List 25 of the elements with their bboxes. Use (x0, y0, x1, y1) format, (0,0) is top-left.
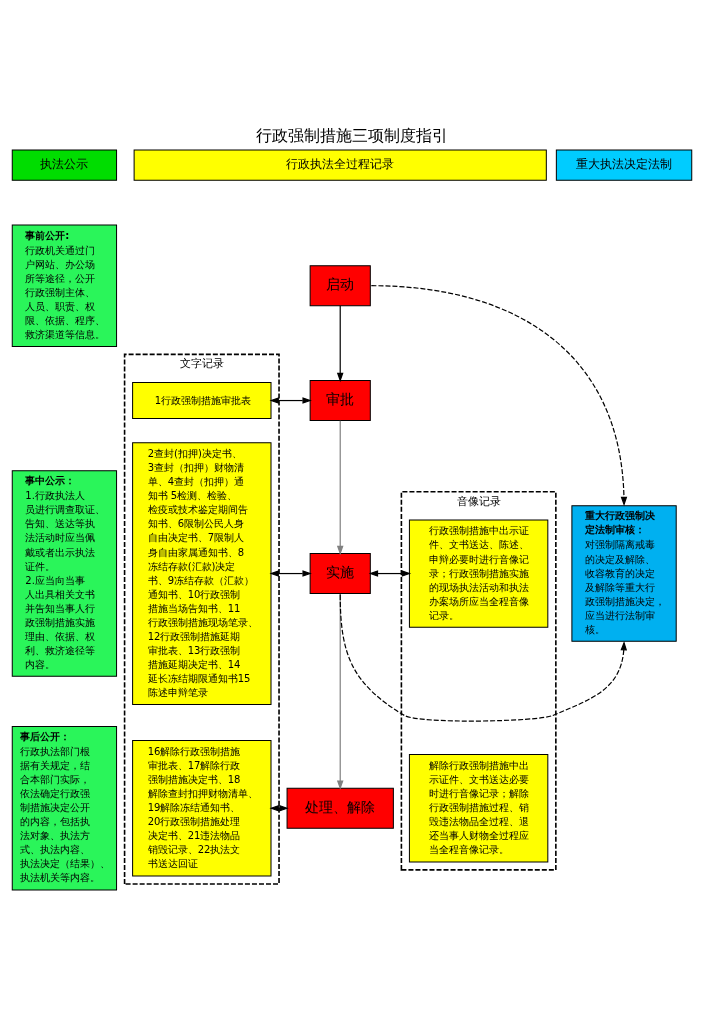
arrow (269, 570, 312, 577)
node-box: 重大行政强制决定法制审核： 对强制隔离戒毒的决定及解除、收容教育的决定及解除等重大行政强制措施决定，应当进行法制审核。 (571, 505, 677, 642)
node-box: 事前公开: 行政机关通过门户网站、办公场所等途径，公开行政强制主体、人员、职责、权限、依据、程序、救济渠道等信息。 (11, 224, 118, 347)
node-box: 审批 (309, 380, 371, 422)
node-box: 重大执法决定法制 (555, 149, 693, 181)
node-box: 执法公示 (11, 149, 118, 181)
node-box: 解除行政强制措施中出示证件、文书送达必要时进行音像记录；解除行政强制措施过程、销毁违法物品全过程、退还当事人财物全过程应当全程音像记录。 (408, 754, 549, 863)
node-box: 16解除行政强制措施审批表、17解除行政强制措施决定书、18解除查封扣押财物清单、19解除冻结通知书、20行政强制措施处理决定书、21违法物品销毁记录、22执法文书送达回证 (132, 740, 272, 877)
arrow (368, 570, 412, 577)
node-box: 事中公示： 1.行政执法人员进行调查取证、告知、送达等执法活动时应当佩戴或者出示执法证件。 2.应当向当事人出具相关文书并告知当事人行政强制措施实施理由、依据、权利、救济途径等内容。 (11, 470, 118, 677)
node-box: 处理、解除 (286, 787, 394, 829)
arrow (370, 285, 628, 507)
node-box: 行政强制措施中出示证件、文书送达、陈述、申辩必要时进行音像记录；行政强制措施实施的现场执法活动和执法办案场所应当全程音像记录。 (408, 519, 549, 628)
diagram-title: 行政强制措施三项制度指引 (256, 125, 448, 145)
node-box: 1行政强制措施审批表 (132, 382, 272, 420)
arrow (336, 420, 344, 556)
arrow (336, 593, 344, 790)
node-box: 实施 (309, 553, 371, 595)
node-box: 行政执法全过程记录 (133, 149, 547, 181)
node-box: 启动 (309, 265, 371, 307)
node-box: 事后公开： 行政执法部门根据有关规定，结合本部门实际，依法确定行政强制措施决定公开的内容，包括执法对象、执法方式、执法内容、执法决定（结果）、执法机关等内容。 (11, 726, 118, 891)
arrow (269, 397, 312, 404)
arrow (336, 305, 344, 383)
node-box: 2查封(扣押)决定书、3查封（扣押）财物清单、4查封（扣押）通知书 5检测、检验、检疫或技术鉴定期间告知书、6限制公民人身自由决定书、7限制人身自由家属通知书、8冻结存款(汇款)决定书、9冻结存款（汇款）通知书、10行政强制措施当场告知书、11行政强制措施现场笔录、12行政强制措施延期审批表、13行政强制措施延期决定书、14延长冻结期限通知书15陈述申辩笔录 (132, 442, 272, 705)
arrow (339, 594, 628, 722)
